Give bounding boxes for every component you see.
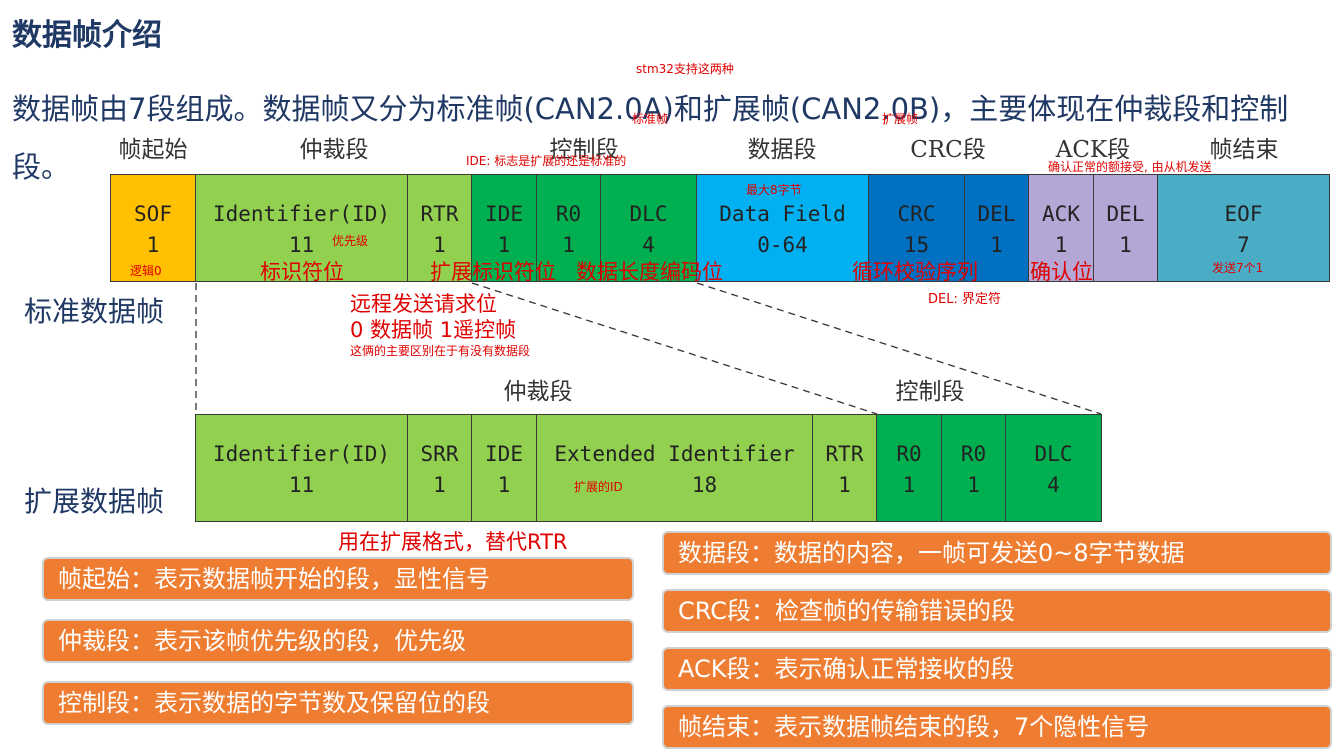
desc-box-arb: 仲裁段：表示该帧优先级的段，优先级 bbox=[42, 619, 634, 663]
seg-eof-label: 帧结束 bbox=[1209, 137, 1279, 163]
note-ext: 扩展帧 bbox=[882, 112, 919, 126]
seg-sof-label: 帧起始 bbox=[118, 137, 188, 163]
desc-box-sof: 帧起始：表示数据帧开始的段，显性信号 bbox=[42, 557, 634, 601]
desc-box-data: 数据段：数据的内容，一帧可发送0~8字节数据 bbox=[662, 531, 1332, 575]
ext-cell-identifier: Identifier(ID)11 bbox=[195, 414, 408, 522]
note-id-bit: 标识符位 bbox=[260, 260, 344, 284]
seg-data-label: 数据段 bbox=[747, 137, 817, 163]
note-send7: 发送7个1 bbox=[1212, 261, 1264, 275]
ext-seg-ctrl-label: 控制段 bbox=[895, 379, 965, 405]
seg-arb-label: 仲裁段 bbox=[299, 137, 369, 163]
seg-crc-label: CRC段 bbox=[910, 137, 986, 163]
ext-frame-label: 扩展数据帧 bbox=[24, 485, 165, 518]
note-ack: 确认正常的额接受, 由从机发送 bbox=[1048, 160, 1212, 174]
note-ext-id: 扩展的ID bbox=[574, 480, 623, 494]
desc-box-ack: ACK段：表示确认正常接收的段 bbox=[662, 647, 1332, 691]
std-cell-identifier: Identifier(ID)11 bbox=[195, 174, 408, 282]
note-ack-bit: 确认位 bbox=[1030, 260, 1093, 284]
seg-ack-label: ACK段 bbox=[1055, 137, 1131, 163]
note-srr: 用在扩展格式，替代RTR bbox=[338, 530, 568, 554]
note-rtr-3: 这俩的主要区别在于有没有数据段 bbox=[350, 344, 531, 358]
std-frame-label: 标准数据帧 bbox=[24, 295, 165, 328]
note-priority: 优先级 bbox=[332, 234, 369, 248]
note-std: 标准帧 bbox=[632, 112, 669, 126]
note-dlc-bit: 数据长度编码位 bbox=[576, 260, 723, 284]
note-max8: 最大8字节 bbox=[746, 183, 802, 197]
note-crc-seq: 循环校验序列 bbox=[852, 260, 978, 284]
ext-seg-arb-label: 仲裁段 bbox=[503, 379, 573, 405]
desc-box-crc: CRC段：检查帧的传输错误的段 bbox=[662, 589, 1332, 633]
note-rtr-2: 0 数据帧 1遥控帧 bbox=[350, 318, 517, 342]
seg-ctrl-label: 控制段 bbox=[549, 137, 619, 163]
note-rtr-1: 远程发送请求位 bbox=[350, 292, 497, 316]
note-del: DEL: 界定符 bbox=[928, 292, 1001, 307]
desc-box-eof: 帧结束：表示数据帧结束的段，7个隐性信号 bbox=[662, 705, 1332, 749]
desc-box-ctrl: 控制段：表示数据的字节数及保留位的段 bbox=[42, 681, 634, 725]
note-stm32: stm32支持这两种 bbox=[636, 62, 734, 76]
note-ide: IDE: 标志是扩展的还是标准的 bbox=[466, 154, 627, 168]
note-ext-id-bit: 扩展标识符位 bbox=[430, 260, 556, 284]
intro-text: 数据帧由7段组成。数据帧又分为标准帧(CAN2.0A)和扩展帧(CAN2.0B)… bbox=[12, 92, 1289, 184]
page-title: 数据帧介绍 bbox=[12, 18, 162, 53]
note-logic0: 逻辑0 bbox=[130, 264, 162, 278]
